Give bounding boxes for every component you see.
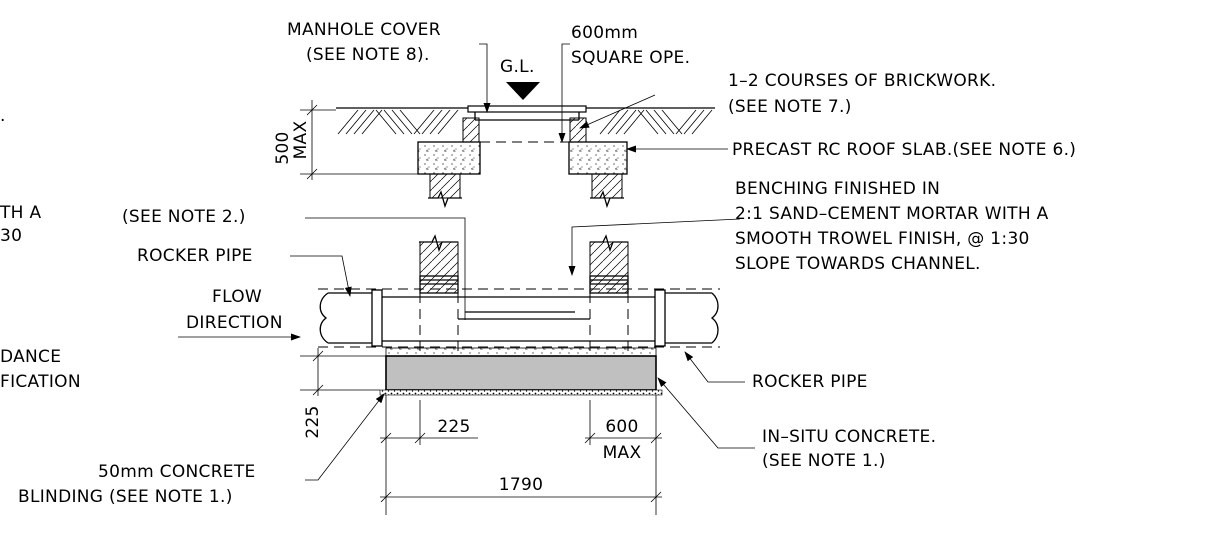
label-cut-5: .: [0, 106, 6, 126]
dim-600-max-text: MAX: [603, 443, 642, 463]
top-brickwork: [462, 117, 587, 143]
label-flow: FLOW: [212, 287, 262, 307]
manhole-cover: [467, 82, 587, 121]
dim-500-max-text: MAX: [291, 121, 311, 160]
label-benching-2: 2:1 SAND–CEMENT MORTAR WITH A: [735, 204, 1049, 224]
label-benching-1: BENCHING FINISHED IN: [735, 179, 940, 199]
label-brickwork: 1–2 COURSES OF BRICKWORK.: [728, 71, 996, 91]
gl-triangle-icon: [506, 82, 540, 100]
annotation-labels: MANHOLE COVER (SEE NOTE 8). G.L. 600mm S…: [0, 20, 1076, 507]
dim-225-horizontal: 225: [380, 395, 478, 515]
label-blinding-1: 50mm CONCRETE: [98, 462, 256, 482]
label-blinding-2: BLINDING (SEE NOTE 1.): [18, 487, 233, 507]
dim-600-text: 600: [605, 417, 638, 437]
label-opening-type: SQUARE OPE.: [571, 48, 690, 68]
pipe: [318, 288, 720, 348]
label-roof-slab: PRECAST RC ROOF SLAB.(SEE NOTE 6.): [732, 140, 1076, 160]
label-cut-2: 30: [0, 226, 22, 246]
label-insitu-concrete: IN–SITU CONCRETE.: [762, 427, 936, 447]
leader-lines: [178, 43, 755, 481]
label-rocker-pipe-left: ROCKER PIPE: [137, 246, 253, 266]
dim-225-vertical: 225: [300, 348, 386, 439]
label-benching-3: SMOOTH TROWEL FINISH, @ 1:30: [735, 229, 1030, 249]
label-brickwork-note: (SEE NOTE 7.): [728, 97, 852, 117]
label-manhole-cover-note: (SEE NOTE 8).: [306, 45, 430, 65]
dim-500: 500 MAX: [273, 100, 418, 180]
label-insitu-note: (SEE NOTE 1.): [762, 451, 886, 471]
label-see-note-2: (SEE NOTE 2.): [122, 207, 246, 227]
upper-walls: [428, 173, 624, 209]
label-gl: G.L.: [500, 57, 535, 77]
base-slab: [379, 347, 663, 396]
label-benching-4: SLOPE TOWARDS CHANNEL.: [735, 254, 981, 274]
dim-225-v-text: 225: [303, 405, 323, 438]
label-cut-3: DANCE: [0, 347, 61, 367]
label-cut-4: FICATION: [0, 372, 81, 392]
label-manhole-cover: MANHOLE COVER: [287, 20, 441, 40]
roof-slab: [417, 141, 628, 175]
label-rocker-pipe-right: ROCKER PIPE: [752, 372, 868, 392]
dim-225-h-text: 225: [437, 417, 470, 437]
ground-hatch: [336, 107, 715, 135]
label-opening-size: 600mm: [571, 23, 638, 43]
dim-1790-text: 1790: [499, 475, 543, 495]
dim-600: 600 MAX: [584, 395, 662, 515]
dim-1790: 1790: [380, 475, 662, 503]
dim-500-text: 500: [273, 131, 293, 164]
label-flow-direction: DIRECTION: [186, 313, 283, 333]
lower-walls: [419, 234, 629, 355]
label-cut-1: TH A: [0, 203, 41, 223]
